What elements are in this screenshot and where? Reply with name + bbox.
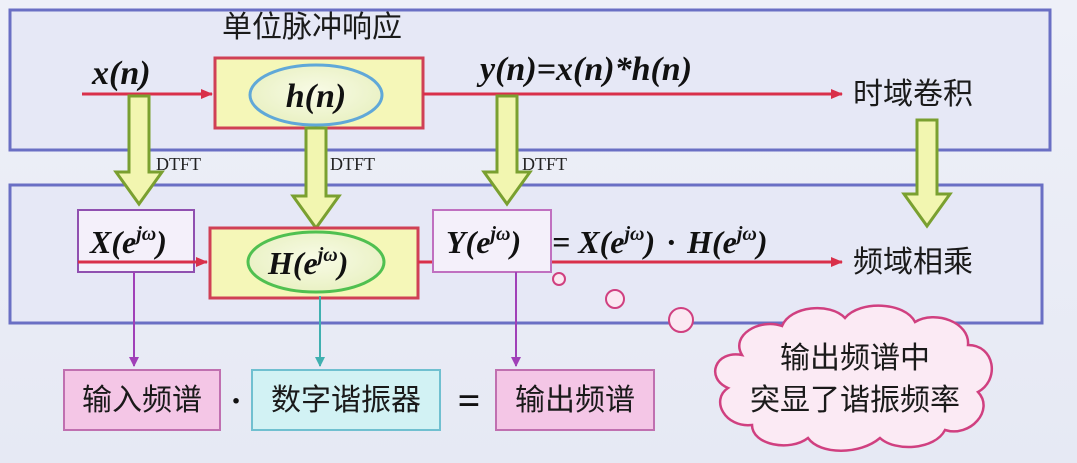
h-n-label: h(n): [286, 78, 346, 115]
resonator-box: [251, 369, 441, 431]
bottom-equals: =: [458, 378, 481, 423]
dtft-arrow-3: [481, 94, 533, 207]
dtft-label-3: DTFT: [522, 154, 567, 174]
bubble-medium: [605, 289, 625, 309]
dtft-label-1: DTFT: [156, 154, 201, 174]
Y-label: Y(ejω): [446, 223, 521, 260]
h-n-ellipse: [248, 63, 384, 127]
conv-to-mult-arrow: [901, 118, 953, 229]
input-spectrum-box: [63, 369, 221, 431]
output-spectrum-label: 输出频谱: [515, 383, 635, 418]
output-spectrum-box: [495, 369, 655, 431]
Y-box: [432, 209, 552, 273]
input-spectrum-label: 输入频谱: [82, 383, 202, 418]
convolution-equation: y(n)=x(n)*h(n): [476, 51, 692, 88]
H-label: H(ejω): [267, 244, 348, 281]
cloud-line-2: 突显了谐振频率: [750, 383, 960, 418]
bubble-large: [668, 307, 694, 333]
annotation-cloud: [713, 304, 994, 452]
cloud-line-1: 输出频谱中: [780, 341, 930, 376]
dtft-arrow-1: [113, 94, 165, 207]
freq-mult-label: 频域相乘: [853, 245, 973, 280]
X-label: X(ejω): [89, 223, 167, 260]
bottom-dot: ·: [230, 383, 241, 420]
time-domain-panel: [8, 8, 1052, 152]
unit-impulse-response-label: 单位脉冲响应: [222, 10, 402, 45]
dtft-label-2: DTFT: [330, 154, 375, 174]
product-equation: = X(ejω)·H(ejω): [552, 223, 768, 260]
bubble-small: [552, 272, 566, 286]
H-ellipse: [246, 230, 386, 294]
time-conv-label: 时域卷积: [853, 77, 973, 112]
resonator-label: 数字谐振器: [271, 383, 421, 418]
x-n-label: x(n): [91, 55, 151, 92]
dtft-arrow-2: [290, 126, 342, 231]
